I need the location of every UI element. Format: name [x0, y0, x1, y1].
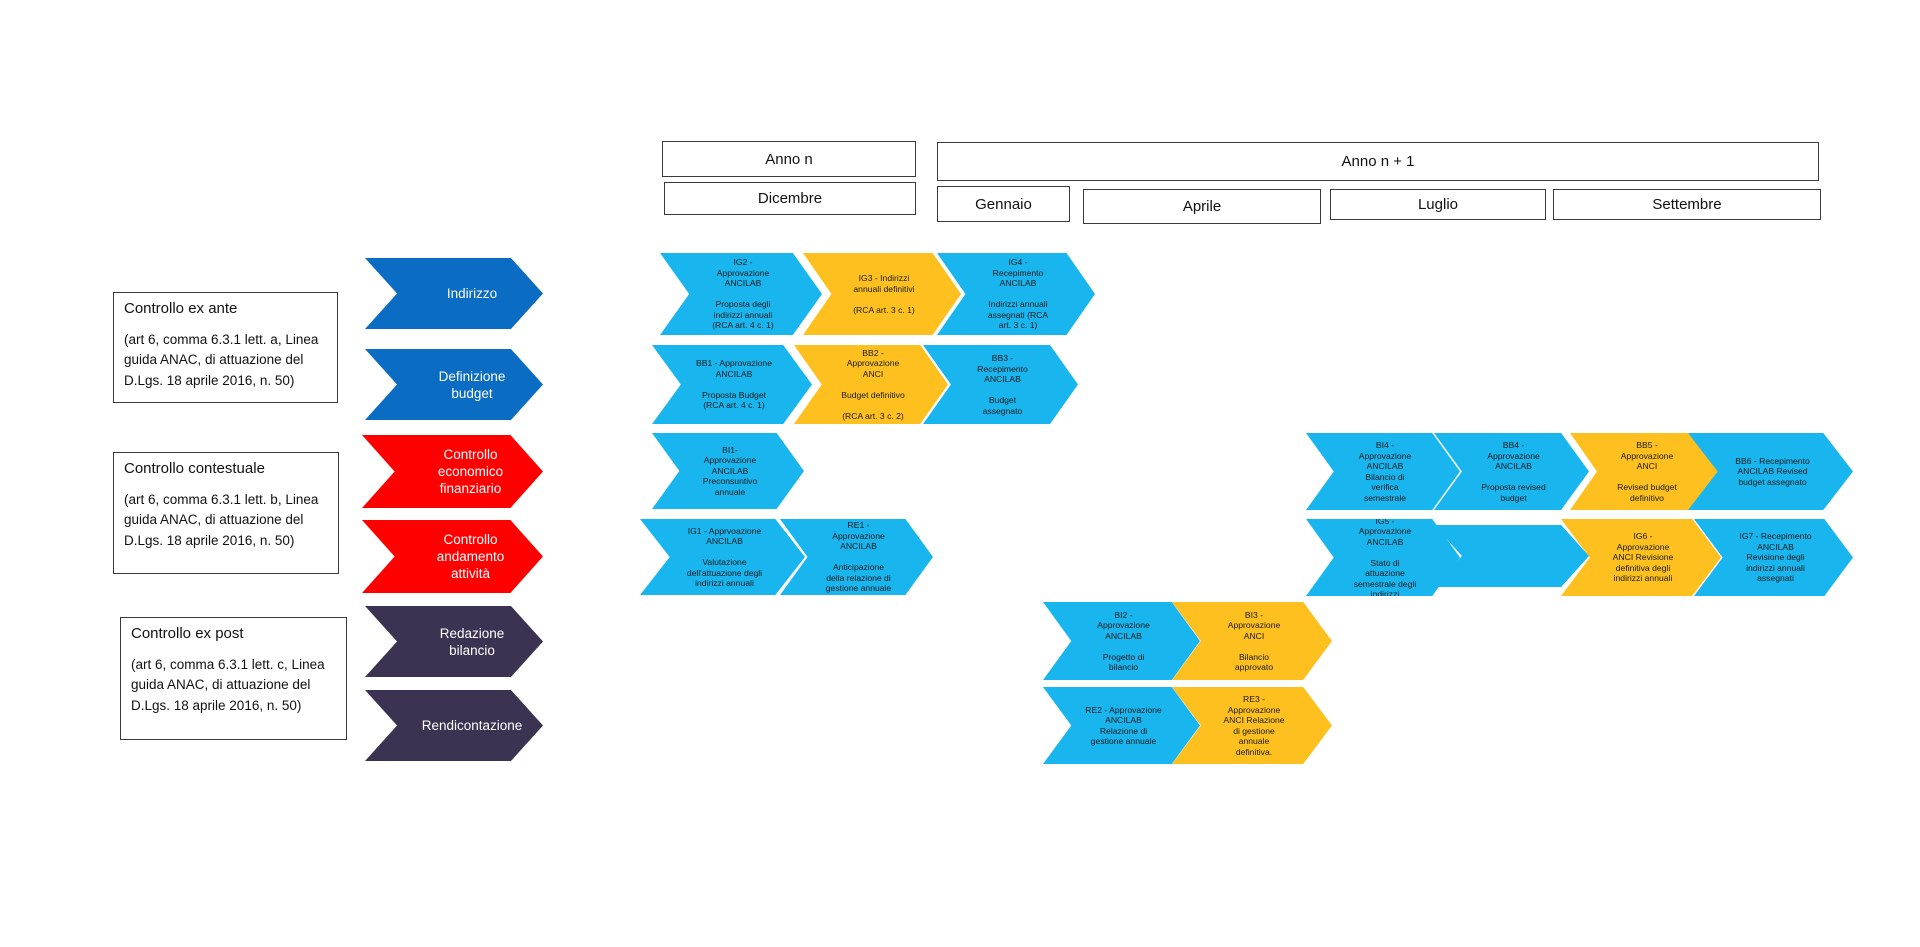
category-controllo-economico-finanziario: Controllo economico finanziario: [362, 435, 543, 508]
step-bb1: BB1 - Approvazione ANCILAB Proposta Budg…: [652, 345, 812, 424]
category-controllo-andamento-attivita: Controllo andamento attività: [362, 520, 543, 593]
step-bb2: BB2 - Approvazione ANCI Budget definitiv…: [794, 345, 948, 424]
category-label: Indirizzo: [446, 286, 498, 301]
year-label: Anno n: [765, 150, 813, 168]
control-contestuale-box: Controllo contestuale (art 6, comma 6.3.…: [113, 452, 339, 574]
category-label: Redazione bilancio: [439, 625, 505, 658]
year-header-anno-n-plus-1: Anno n + 1: [937, 142, 1819, 181]
step-bb3: BB3 - Recepimento ANCILAB Budget assegna…: [923, 345, 1078, 424]
month-label: Dicembre: [757, 190, 823, 207]
control-title: Controllo ex ante: [124, 300, 238, 317]
step-bi4: BI4 - Approvazione ANCILAB Bilancio di v…: [1306, 433, 1460, 510]
control-source: (art 6, comma 6.3.1 lett. b, Linea guida…: [124, 491, 319, 548]
control-ex-post-box: Controllo ex post (art 6, comma 6.3.1 le…: [120, 617, 347, 740]
month-header-dicembre: Dicembre: [664, 182, 916, 215]
step-bi1: BI1- Approvazione ANCILAB Preconsuntivo …: [652, 433, 804, 509]
control-title: Controllo contestuale: [124, 460, 265, 477]
month-label: Settembre: [1652, 196, 1722, 213]
month-header-aprile: Aprile: [1083, 189, 1321, 224]
category-label: Controllo economico finanziario: [437, 447, 504, 496]
month-label: Aprile: [1182, 198, 1222, 215]
month-label: Luglio: [1417, 196, 1459, 213]
category-rendicontazione: Rendicontazione: [365, 690, 543, 761]
month-header-gennaio: Gennaio: [937, 186, 1070, 222]
step-ig7: IG7 - Recepimento ANCILAB Revisione degl…: [1694, 519, 1853, 596]
control-ex-ante-box: Controllo ex ante (art 6, comma 6.3.1 le…: [113, 292, 338, 403]
category-redazione-bilancio: Redazione bilancio: [365, 606, 543, 677]
category-definizione-budget: Definizione budget: [365, 349, 543, 420]
control-source: (art 6, comma 6.3.1 lett. c, Linea guida…: [131, 656, 325, 713]
control-source: (art 6, comma 6.3.1 lett. a, Linea guida…: [124, 331, 319, 388]
year-label: Anno n + 1: [1341, 153, 1415, 170]
category-label: Rendicontazione: [421, 718, 523, 733]
control-title: Controllo ex post: [131, 625, 244, 642]
step-ig6: IG6 - Approvazione ANCI Revisione defini…: [1561, 519, 1721, 596]
category-indirizzo: Indirizzo: [365, 258, 543, 329]
step-ig2: IG2 - Approvazione ANCILAB Proposta degl…: [660, 253, 822, 335]
category-label: Definizione budget: [438, 368, 506, 401]
month-label: Gennaio: [975, 195, 1032, 213]
step-bi2: BI2 - Approvazione ANCILAB Progetto di b…: [1043, 602, 1200, 680]
step-ig3: IG3 - Indirizzi annuali definitivi (RCA …: [803, 253, 961, 335]
month-header-settembre: Settembre: [1553, 189, 1821, 220]
step-ig1: IG1 - Apprvoazione ANCILAB Valutazione d…: [640, 519, 805, 595]
category-label: Controllo andamento attività: [436, 532, 505, 581]
step-re2: RE2 - Approvazione ANCILAB Relazione di …: [1043, 687, 1200, 764]
year-header-anno-n: Anno n: [662, 141, 916, 177]
month-header-luglio: Luglio: [1330, 189, 1546, 220]
